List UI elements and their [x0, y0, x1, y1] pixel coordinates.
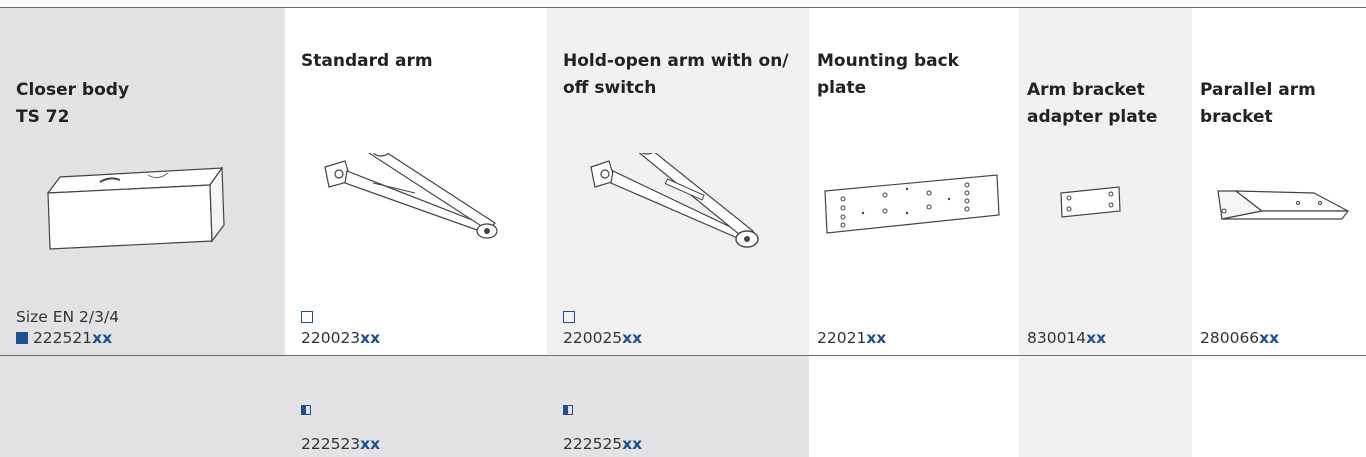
row-divider [1019, 355, 1192, 356]
header-line-1: Closer body [16, 80, 130, 100]
half-square-icon [301, 405, 311, 415]
table-top-rule [0, 7, 1366, 8]
parallel-arm-bracket-image [1192, 153, 1366, 263]
part-number: 280066xx [1200, 329, 1280, 347]
header-line-1: Hold-open arm with on/ [563, 51, 789, 71]
column-background [285, 355, 547, 457]
header-line-1: Parallel arm [1200, 80, 1316, 100]
part-number: 220023xx [301, 329, 381, 347]
header-line-2: bracket [1200, 107, 1273, 127]
header-line-2: off switch [563, 78, 657, 98]
column-hold-open-arm: Hold-open arm with on/ off switch 220025… [547, 8, 809, 457]
column-header: Hold-open arm with on/ off switch [563, 48, 801, 102]
row-divider [1192, 355, 1366, 356]
header-line-2: TS 72 [16, 107, 70, 127]
column-header: Standard arm [301, 48, 539, 75]
row-divider [0, 355, 285, 356]
open-square-icon [563, 311, 575, 323]
half-square-icon [563, 405, 573, 415]
mounting-back-plate-image [809, 153, 1019, 263]
column-background-lower [547, 355, 809, 457]
standard-arm-image [285, 153, 547, 263]
column-parallel-arm-bracket: Parallel arm bracket 280066xx [1192, 8, 1366, 457]
column-background [1019, 8, 1192, 457]
symbol [563, 307, 575, 328]
part-number: 222523xx [301, 435, 381, 453]
part-number: 830014xx [1027, 329, 1107, 347]
header-line-1: Mounting back plate [817, 51, 959, 98]
closer-body-image [0, 153, 285, 263]
row-divider [547, 355, 809, 356]
symbol [301, 307, 313, 328]
column-standard-arm: Standard arm 220023xx 222523xx [285, 8, 547, 457]
arm-bracket-adapter-plate-image [1019, 153, 1192, 263]
header-line-1: Arm bracket [1027, 80, 1145, 100]
column-header: Arm bracket adapter plate [1027, 77, 1184, 131]
filled-square-icon [16, 332, 28, 344]
column-mounting-back-plate: Mounting back plate 22021xx [809, 8, 1019, 457]
column-header: Closer body TS 72 [16, 77, 277, 131]
part-number: 222525xx [563, 435, 643, 453]
column-arm-bracket-adapter-plate: Arm bracket adapter plate 830014xx [1019, 8, 1192, 457]
header-line-2: adapter plate [1027, 107, 1158, 127]
header-line-1: Standard arm [301, 51, 433, 71]
column-closer-body: Closer body TS 72 Size EN 2/3/4 222521xx [0, 8, 285, 457]
symbol [563, 400, 573, 421]
column-header: Parallel arm bracket [1200, 77, 1358, 131]
symbol [301, 400, 311, 421]
column-header: Mounting back plate [817, 48, 1011, 102]
part-number: 220025xx [563, 329, 643, 347]
hold-open-arm-image [547, 153, 809, 263]
row-divider [809, 355, 1019, 356]
size-label: Size EN 2/3/4 [16, 308, 120, 326]
row-divider [285, 355, 547, 356]
open-square-icon [301, 311, 313, 323]
part-number: 22021xx [817, 329, 887, 347]
part-number: 222521xx [16, 328, 112, 349]
